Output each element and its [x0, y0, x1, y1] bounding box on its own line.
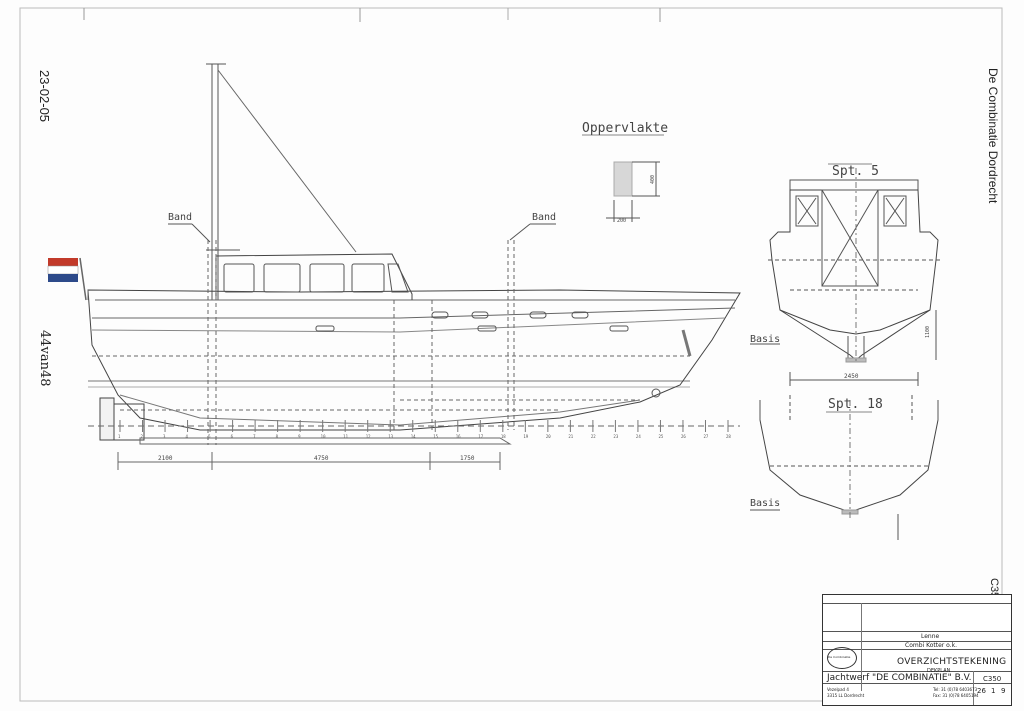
band-left-label: Band — [168, 212, 192, 223]
frame-number: 24 — [636, 434, 641, 439]
frame-number: 9 — [298, 434, 301, 439]
hull-dimension-line — [117, 452, 501, 470]
rudder — [99, 397, 145, 441]
hull-profile — [87, 289, 741, 431]
drawing-subtitle: DEKPLAN — [927, 668, 951, 674]
band-right-label: Band — [532, 212, 556, 223]
frame-number: 12 — [366, 434, 371, 439]
portholes — [315, 311, 629, 332]
keel — [139, 437, 512, 445]
address-2: 3315 LL Dordrecht — [827, 693, 865, 698]
basis-label-2: Basis — [750, 498, 780, 509]
frame-number: 1 — [118, 434, 121, 439]
title-block: De Combinatie Lenne Combi Kotter o.k. OV… — [822, 594, 1012, 706]
section-18-view — [750, 395, 939, 540]
company-logo — [827, 647, 857, 669]
section-width-dim: 2450 — [844, 373, 859, 380]
frame-number: 28 — [726, 434, 731, 439]
phone: Tel: 31 (0)78 6403673 — [933, 687, 978, 692]
frame-number: 26 — [681, 434, 686, 439]
frame-number: 2 — [141, 434, 144, 439]
sheet-border — [19, 7, 1003, 702]
section-5-view — [750, 163, 940, 386]
date-stamp: 23-02-05 — [37, 70, 52, 123]
frame-number: 3 — [163, 434, 166, 439]
frame-number: 16 — [456, 434, 461, 439]
frame-number: 14 — [411, 434, 416, 439]
hull-dim-1: 2100 — [158, 455, 173, 462]
hull-dim-2: 4750 — [314, 455, 329, 462]
subject: Lenne — [921, 633, 940, 640]
frame-number: 17 — [478, 434, 483, 439]
frame-number: 27 — [703, 434, 708, 439]
basis-label-1: Basis — [750, 334, 780, 345]
sheet-b: 1 — [991, 687, 996, 695]
flag — [47, 257, 87, 301]
frame-number: 6 — [231, 434, 234, 439]
station-lines — [92, 240, 690, 445]
frame-number: 7 — [253, 434, 256, 439]
surface-title: Oppervlakte — [582, 121, 668, 136]
fax: Fax: 31 (0)78 6405194 — [933, 693, 979, 698]
section5-title: Spt. 5 — [832, 164, 879, 179]
frame-number: 11 — [343, 434, 348, 439]
sheet-c: 9 — [1001, 687, 1006, 695]
frame-number: 22 — [591, 434, 596, 439]
frame-number: 19 — [523, 434, 528, 439]
sheet-a: 26 — [977, 687, 986, 695]
surface-w-dim: 200 — [617, 218, 626, 224]
section18-title: Spt. 18 — [828, 397, 883, 412]
frame-number: 5 — [208, 434, 211, 439]
frame-number: 15 — [433, 434, 438, 439]
model: Combi Kotter o.k. — [905, 642, 958, 649]
company-vertical: De Combinatie Dordrecht — [986, 68, 1000, 204]
frame-number: 13 — [388, 434, 393, 439]
wheelhouse — [215, 253, 413, 300]
logo-text: De Combinatie — [828, 655, 851, 659]
mast — [206, 63, 357, 300]
surface-sample — [582, 134, 664, 222]
page-count: 44van48 — [37, 330, 52, 387]
company-name: Jachtwerf "DE COMBINATIE" B.V. — [827, 673, 972, 683]
frame-number: 4 — [186, 434, 189, 439]
frame-number: 8 — [276, 434, 279, 439]
frame-number: 23 — [613, 434, 618, 439]
drawing-title: OVERZICHTSTEKENING — [897, 657, 1007, 667]
address-1: Vezelpad 4 — [827, 687, 849, 692]
frame-number: 18 — [501, 434, 506, 439]
frame-number: 20 — [546, 434, 551, 439]
frame-ticks — [119, 420, 729, 432]
section-height-dim: 1100 — [925, 326, 931, 338]
frame-number: 10 — [321, 434, 326, 439]
drawing-number: C350 — [983, 675, 1002, 683]
surface-h-dim: 400 — [650, 175, 656, 184]
frame-number: 21 — [568, 434, 573, 439]
frame-number: 25 — [658, 434, 663, 439]
porthole-bow — [651, 388, 661, 398]
hull-dim-3: 1750 — [460, 455, 475, 462]
